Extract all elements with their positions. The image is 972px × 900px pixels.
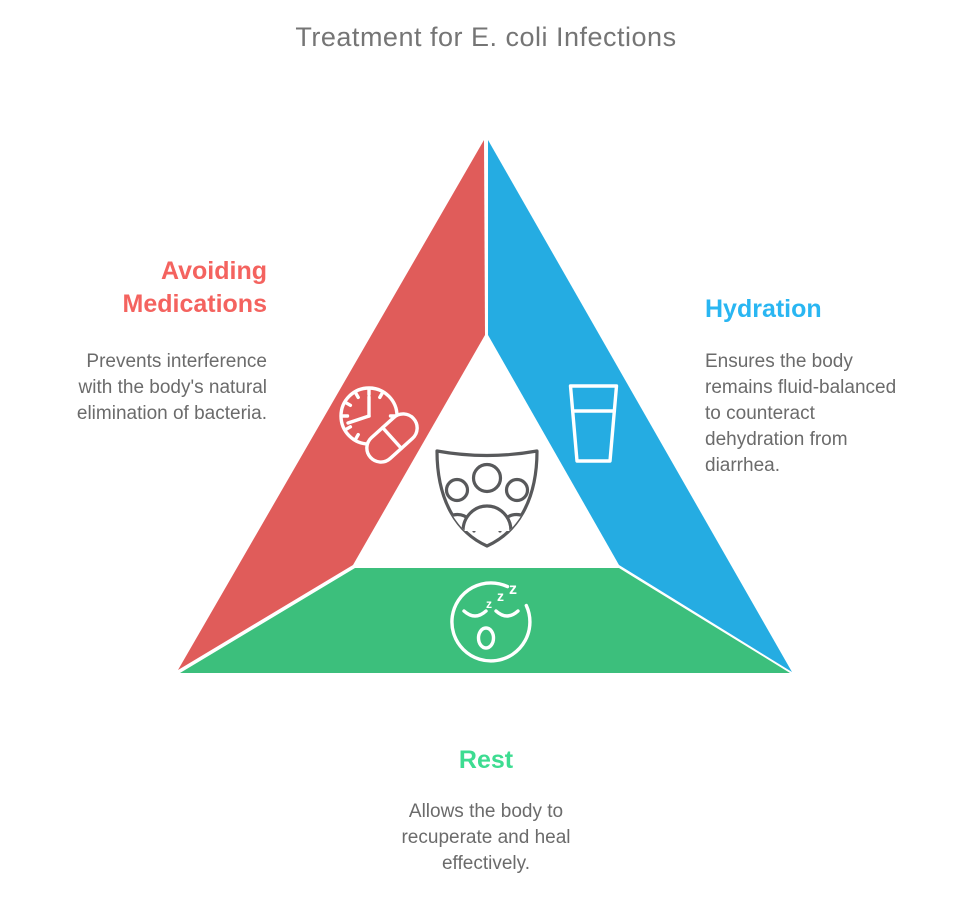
heading-avoiding-medications: Avoiding Medications: [122, 257, 267, 318]
description-avoiding-medications: Prevents interference with the body's na…: [76, 351, 267, 424]
z-small: z: [486, 597, 492, 611]
sleeping-face-icon: z z z: [450, 581, 532, 663]
heading-hydration: Hydration: [705, 295, 822, 323]
band-rest: [180, 568, 790, 673]
water-glass-icon: [568, 384, 619, 463]
description-rest: Allows the body to recuperate and heal e…: [401, 801, 571, 874]
band-avoiding-medications: [178, 140, 485, 670]
heading-rest: Rest: [458, 746, 514, 774]
z-medium: z: [497, 588, 504, 604]
clock-pill-icon: [339, 386, 419, 464]
description-hydration: Ensures the body remains fluid-balanced …: [705, 351, 897, 476]
z-large: z: [509, 581, 517, 598]
people-shield-icon: [435, 449, 539, 548]
band-hydration: [488, 140, 792, 672]
page-title: Treatment for E. coli Infections: [295, 22, 677, 52]
